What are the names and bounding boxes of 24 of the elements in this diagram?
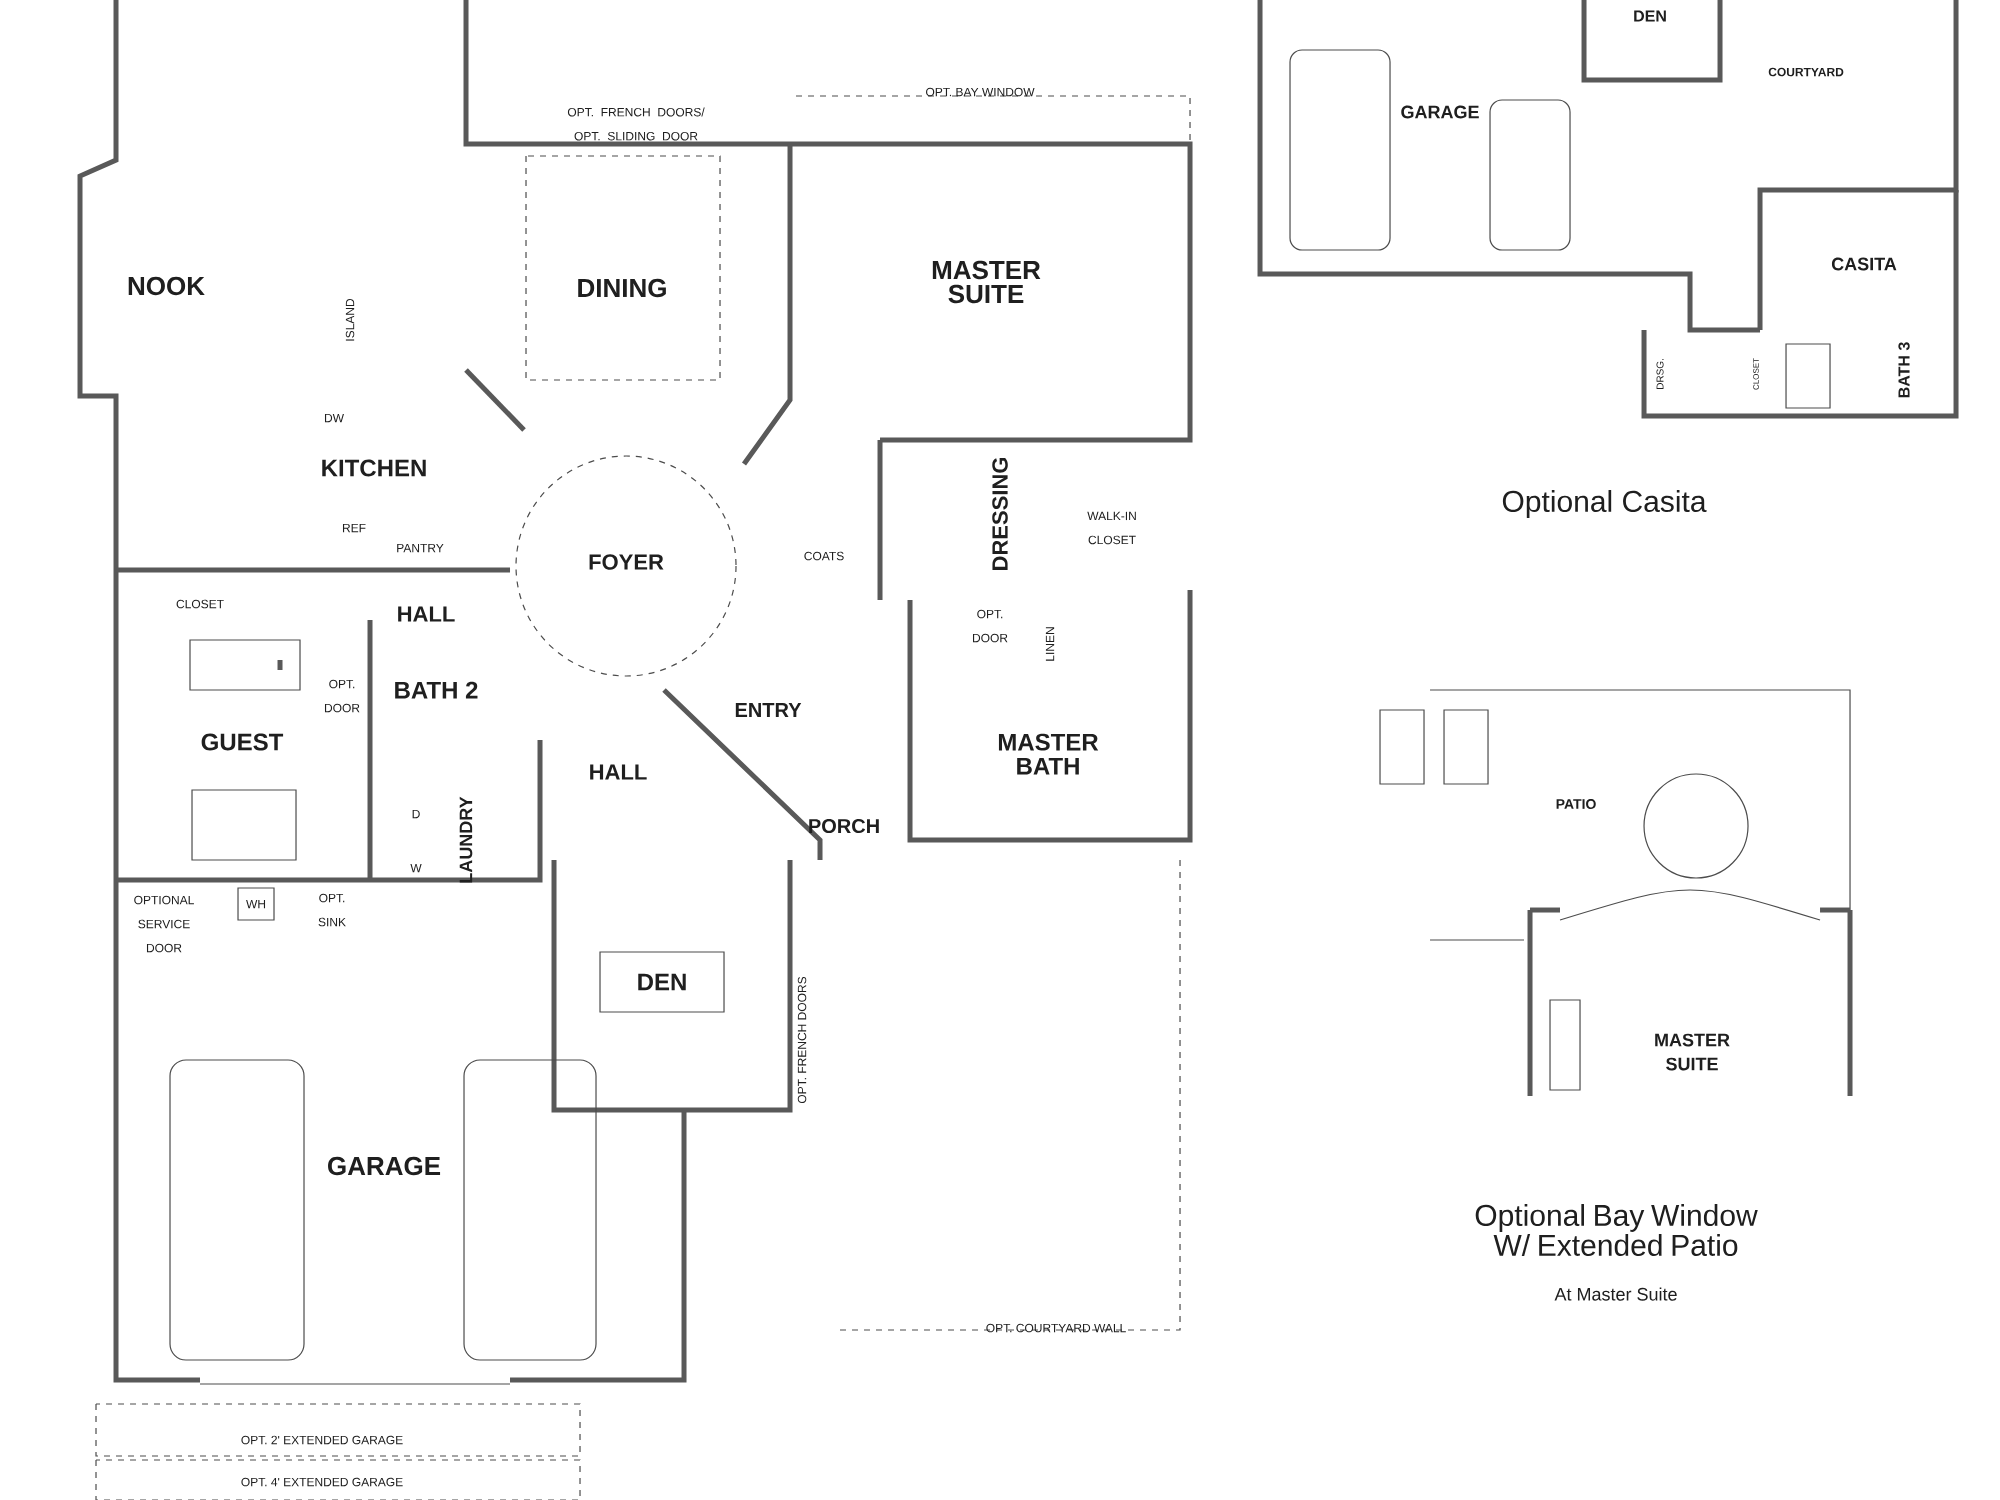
room-label: GARAGE xyxy=(328,1156,441,1176)
room-label: DRESSING xyxy=(992,457,1008,570)
room-label: HALL xyxy=(398,606,455,622)
room-label: DINING xyxy=(578,278,666,298)
room-label: MASTER BATH xyxy=(998,733,1099,775)
room-label: NOOK xyxy=(128,276,205,296)
room-label: ENTRY xyxy=(735,703,802,717)
room-label: HALL xyxy=(590,764,647,780)
room-label: MASTER SUITE xyxy=(1655,1033,1730,1071)
room-label: BATH 2 xyxy=(395,681,478,699)
caption: Optional Casita xyxy=(1502,490,1707,518)
room-label: GARAGE xyxy=(1401,105,1479,119)
room-label: MASTER SUITE xyxy=(932,260,1041,304)
room-label: DEN xyxy=(638,973,686,991)
room-label: KITCHEN xyxy=(322,459,426,477)
room-label: GUEST xyxy=(201,733,284,751)
room-label: LAUNDRY xyxy=(459,796,473,883)
caption: Optional Bay Window W/ Extended Patio xyxy=(1475,1204,1758,1256)
room-label: DEN xyxy=(1634,10,1666,22)
room-label: PORCH xyxy=(809,818,879,834)
room-label: FOYER xyxy=(589,554,664,570)
caption: At Master Suite xyxy=(1554,1287,1677,1301)
room-label: CASITA xyxy=(1831,257,1897,271)
room-label: BATH 3 xyxy=(1898,342,1910,398)
